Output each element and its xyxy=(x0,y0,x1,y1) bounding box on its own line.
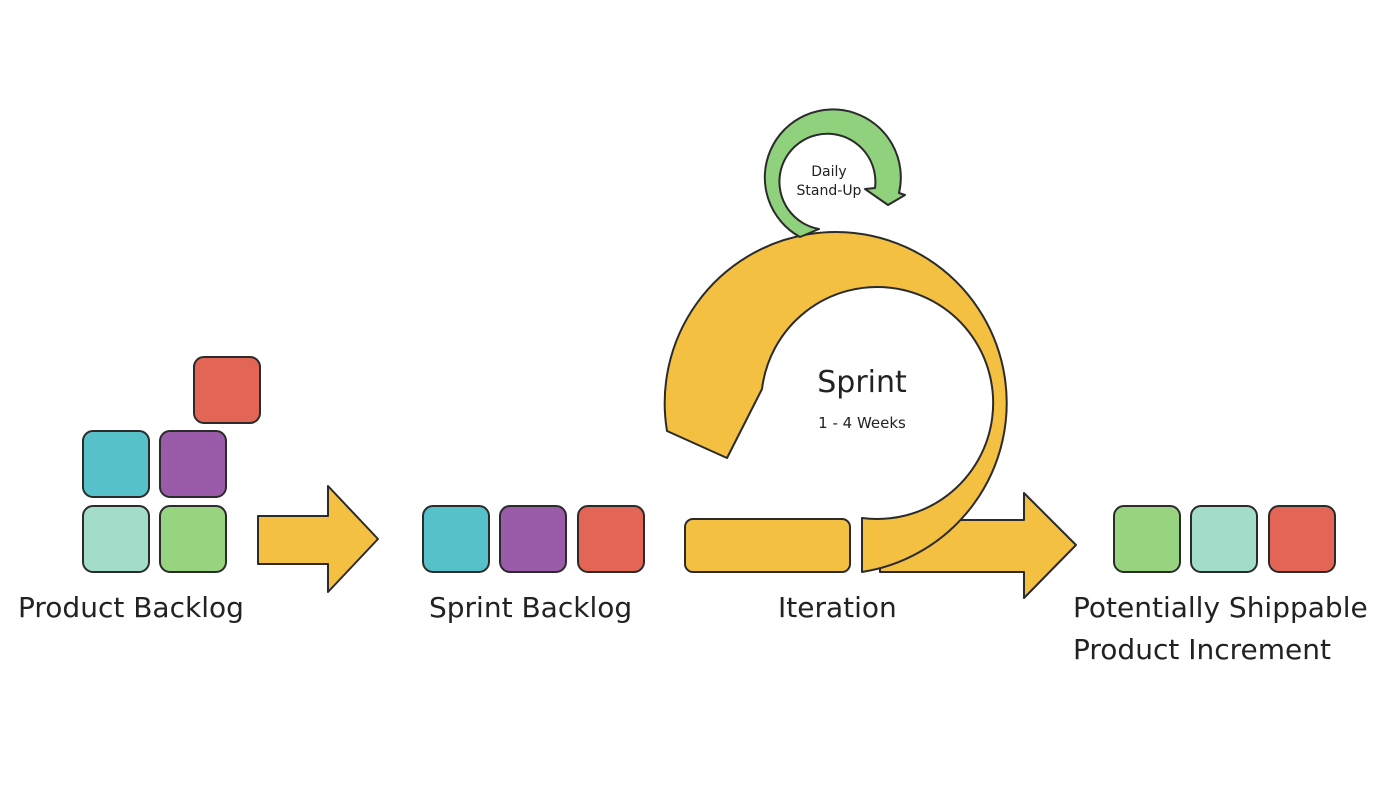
sprint-backlog-label: Sprint Backlog xyxy=(429,591,632,624)
increment-item-green xyxy=(1113,505,1181,573)
sprint-backlog-blocks xyxy=(422,505,645,573)
increment-blocks xyxy=(1113,505,1336,573)
increment-label-line2: Product Increment xyxy=(1073,633,1331,666)
right-arrow-icon xyxy=(257,485,379,593)
increment-item-mint xyxy=(1190,505,1258,573)
sprint-title: Sprint xyxy=(817,365,907,400)
iteration-bar xyxy=(684,518,851,573)
daily-standup-cycle-icon xyxy=(763,108,906,238)
sprint-backlog-item-teal xyxy=(422,505,490,573)
product-backlog-item-purple xyxy=(159,430,227,498)
product-backlog-label: Product Backlog xyxy=(18,591,244,624)
product-backlog-item-green xyxy=(159,505,227,573)
iteration-label: Iteration xyxy=(778,591,897,624)
sprint-backlog-item-red xyxy=(577,505,645,573)
sprint-cycle-arrow-icon xyxy=(663,231,1008,573)
increment-label-line1: Potentially Shippable xyxy=(1073,591,1368,624)
sprint-duration: 1 - 4 Weeks xyxy=(818,414,906,432)
product-backlog-item-mint xyxy=(82,505,150,573)
product-backlog-item-red xyxy=(193,356,261,424)
increment-item-red xyxy=(1268,505,1336,573)
product-backlog-item-teal xyxy=(82,430,150,498)
product-backlog-blocks xyxy=(82,356,261,573)
daily-standup-label-line2: Stand-Up xyxy=(797,183,862,199)
daily-standup-label-line1: Daily xyxy=(811,164,846,180)
sprint-backlog-item-purple xyxy=(499,505,567,573)
